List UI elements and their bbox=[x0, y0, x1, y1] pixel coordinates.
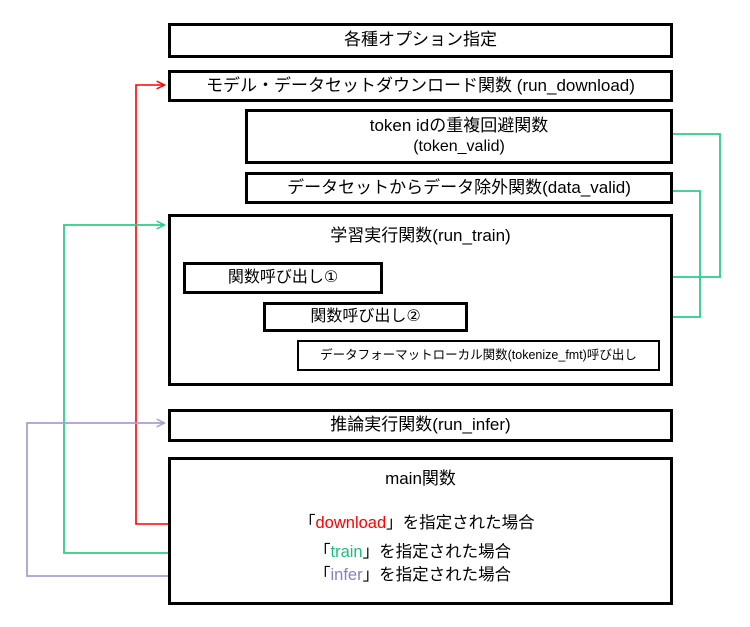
legend-infer-prefix: 「 bbox=[314, 566, 331, 584]
box-token-valid-line1: token idの重複回避関数 bbox=[369, 116, 549, 136]
box-main[interactable]: main関数 bbox=[168, 457, 673, 605]
box-run-infer-label: 推論実行関数(run_infer) bbox=[330, 415, 511, 435]
legend-infer: 「infer」を指定された場合 bbox=[314, 567, 511, 584]
legend-infer-keyword: infer bbox=[330, 566, 363, 584]
box-call-1[interactable]: 関数呼び出し① bbox=[183, 262, 383, 294]
box-run-download[interactable]: モデル・データセットダウンロード関数 (run_download) bbox=[168, 70, 673, 102]
box-options-label: 各種オプション指定 bbox=[344, 30, 497, 50]
box-token-valid-label: token idの重複回避関数 (token_valid) bbox=[370, 116, 549, 156]
box-main-label: main関数 bbox=[385, 469, 456, 488]
box-tokenize-fmt[interactable]: データフォーマットローカル関数(tokenize_fmt)呼び出し bbox=[297, 340, 660, 371]
box-run-train-label: 学習実行関数(run_train) bbox=[330, 226, 511, 245]
legend-train-prefix: 「 bbox=[314, 543, 331, 561]
box-token-valid[interactable]: token idの重複回避関数 (token_valid) bbox=[245, 109, 673, 164]
box-run-infer[interactable]: 推論実行関数(run_infer) bbox=[168, 409, 673, 442]
box-data-valid[interactable]: データセットからデータ除外関数(data_valid) bbox=[245, 172, 673, 204]
box-call-2-label: 関数呼び出し② bbox=[310, 308, 421, 326]
legend-train: 「train」を指定された場合 bbox=[314, 544, 511, 561]
box-tokenize-fmt-label: データフォーマットローカル関数(tokenize_fmt)呼び出し bbox=[320, 347, 637, 362]
legend-download: 「download」を指定された場合 bbox=[299, 515, 535, 532]
legend-download-suffix: 」を指定された場合 bbox=[386, 514, 535, 532]
box-data-valid-label: データセットからデータ除外関数(data_valid) bbox=[287, 177, 631, 197]
box-run-download-label: モデル・データセットダウンロード関数 (run_download) bbox=[206, 75, 635, 95]
legend-download-prefix: 「 bbox=[299, 514, 316, 532]
legend-train-keyword: train bbox=[330, 543, 363, 561]
box-call-1-label: 関数呼び出し① bbox=[227, 269, 339, 287]
box-call-2[interactable]: 関数呼び出し② bbox=[263, 302, 468, 332]
legend-train-suffix: 」を指定された場合 bbox=[362, 543, 512, 561]
legend-download-keyword: download bbox=[315, 514, 387, 532]
box-options[interactable]: 各種オプション指定 bbox=[168, 23, 673, 58]
legend-infer-suffix: 」を指定された場合 bbox=[362, 566, 512, 584]
box-token-valid-line2: (token_valid) bbox=[413, 138, 505, 156]
